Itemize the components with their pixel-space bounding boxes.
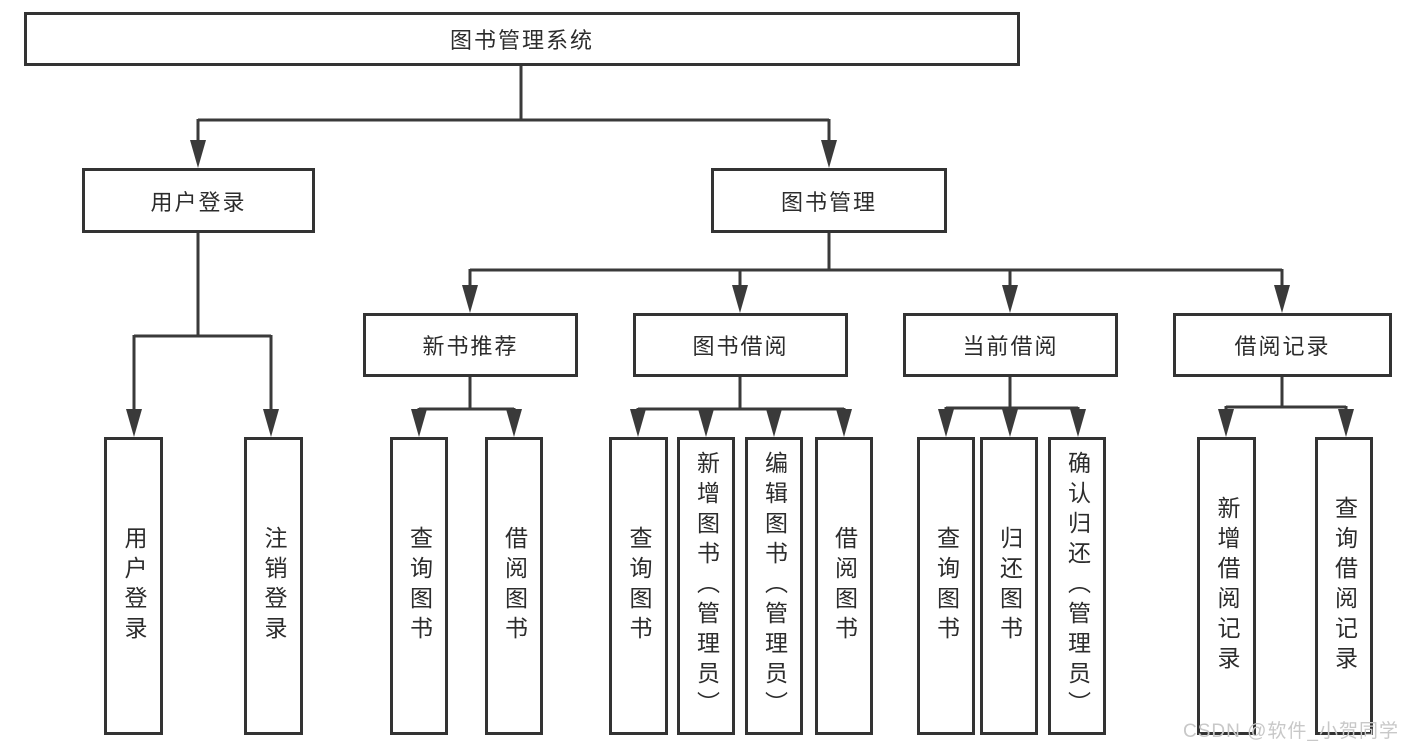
node-label: 用户登录 bbox=[121, 526, 147, 646]
leaf-user-login: 用户登录 bbox=[104, 437, 163, 735]
leaf-borrow-books-recommend: 借阅图书 bbox=[485, 437, 543, 735]
node-label: 归还图书 bbox=[996, 526, 1023, 646]
node-label: 新增借阅记录 bbox=[1214, 496, 1240, 676]
node-label: 新增图书（管理员） bbox=[693, 451, 720, 721]
leaf-confirm-return-admin: 确认归还（管理员） bbox=[1048, 437, 1106, 735]
node-label: 图书借阅 bbox=[692, 334, 789, 359]
leaf-borrow-books-borrow: 借阅图书 bbox=[815, 437, 873, 735]
node-library-management-system: 图书管理系统 bbox=[24, 12, 1020, 66]
node-label: 查询借阅记录 bbox=[1331, 496, 1358, 676]
leaf-logout-login: 注销登录 bbox=[244, 437, 303, 735]
leaf-query-books-recommend: 查询图书 bbox=[390, 437, 448, 735]
node-label: 当前借阅 bbox=[962, 334, 1059, 359]
node-label: 借阅图书 bbox=[831, 526, 858, 646]
node-label: 图书管理 bbox=[780, 189, 877, 215]
node-user-login: 用户登录 bbox=[82, 168, 315, 233]
leaf-add-books-admin: 新增图书（管理员） bbox=[677, 437, 735, 735]
leaf-query-borrow-record: 查询借阅记录 bbox=[1315, 437, 1373, 735]
node-label: 查询图书 bbox=[406, 526, 433, 646]
node-label: 借阅记录 bbox=[1234, 334, 1331, 359]
node-new-book-recommend: 新书推荐 bbox=[363, 313, 578, 377]
leaf-query-books-borrow: 查询图书 bbox=[609, 437, 668, 735]
node-current-borrow: 当前借阅 bbox=[903, 313, 1118, 377]
csdn-watermark: CSDN @软件_小贺同学 bbox=[1183, 721, 1399, 742]
node-label: 查询图书 bbox=[626, 526, 652, 646]
leaf-query-books-current: 查询图书 bbox=[917, 437, 975, 735]
node-label: 新书推荐 bbox=[422, 334, 519, 359]
leaf-edit-books-admin: 编辑图书（管理员） bbox=[745, 437, 803, 735]
node-borrow-records: 借阅记录 bbox=[1173, 313, 1392, 377]
node-label: 查询图书 bbox=[933, 526, 960, 646]
node-label: 图书管理系统 bbox=[449, 28, 594, 53]
node-label: 编辑图书（管理员） bbox=[761, 451, 788, 721]
node-label: 注销登录 bbox=[261, 526, 287, 646]
node-book-borrow: 图书借阅 bbox=[633, 313, 848, 377]
leaf-return-books: 归还图书 bbox=[980, 437, 1038, 735]
node-label: 用户登录 bbox=[150, 189, 247, 215]
node-label: 借阅图书 bbox=[501, 526, 528, 646]
leaf-add-borrow-record: 新增借阅记录 bbox=[1197, 437, 1256, 735]
node-book-management: 图书管理 bbox=[711, 168, 947, 233]
node-label: 确认归还（管理员） bbox=[1064, 451, 1091, 721]
